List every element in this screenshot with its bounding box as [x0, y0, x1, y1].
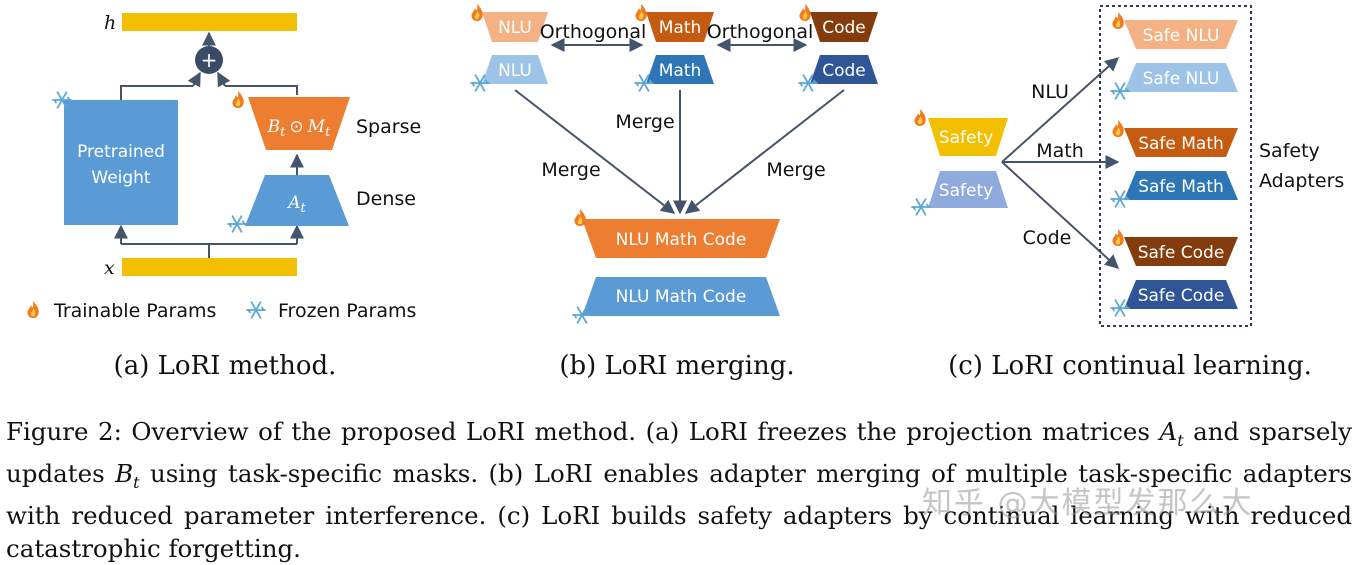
- panel-a-arrows: [114, 31, 304, 258]
- a-label: At: [286, 193, 306, 216]
- safe-nlu-label-1: Safe NLU: [1143, 26, 1220, 46]
- nlu-adapter-a-blue: [482, 55, 548, 84]
- flame-icon: [574, 209, 586, 226]
- figure-caption-part2: and sparsely updates: [6, 417, 1353, 488]
- b-odot-m-label: Bt⊙Mt: [267, 117, 331, 140]
- math-adapter-a-blue: [646, 55, 714, 84]
- legend-trainable: Trainable Params: [53, 300, 216, 322]
- nlu-branch-arrow: [1001, 57, 1120, 163]
- h-label: h: [104, 12, 116, 34]
- caption-a-symbol: A: [1159, 417, 1178, 446]
- h-output-bar: [122, 13, 297, 31]
- code-label-top: Code: [822, 18, 866, 38]
- code-branch-arrow: [1001, 161, 1120, 269]
- snowflake-icon: [1110, 82, 1130, 100]
- merged-a-trapezoid: [582, 277, 780, 316]
- safety-adapters-line1: Safety: [1259, 140, 1320, 162]
- a-matrix-trapezoid: [245, 175, 349, 226]
- figure-diagram: h x + Pretrained Weight Bt⊙Mt Sparse: [27, 4, 1344, 381]
- orthogonal-label-2: Orthogonal: [707, 21, 814, 43]
- safe-code-b: [1124, 237, 1238, 266]
- code-label-bottom: Code: [822, 61, 866, 81]
- x-label: x: [104, 257, 115, 279]
- snowflake-icon: [1110, 299, 1130, 317]
- nlu-adapter-b-orange: [482, 12, 548, 42]
- plus-sign: +: [201, 48, 218, 72]
- branch-label-math: Math: [1036, 140, 1084, 162]
- panel-c: Safety Safety NLU Math Code Safe NLU Saf…: [911, 5, 1344, 381]
- flame-icon: [1112, 120, 1124, 137]
- pretrained-line2: Weight: [91, 168, 151, 188]
- math-label-top: Math: [659, 18, 702, 38]
- branch-label-nlu: NLU: [1031, 81, 1069, 103]
- branch-label-code: Code: [1023, 227, 1072, 249]
- snowflake-icon: [911, 198, 931, 216]
- safe-nlu-b: [1124, 20, 1238, 49]
- safe-nlu-label-2: Safe NLU: [1143, 69, 1220, 89]
- safety-b-trapezoid: [928, 118, 1008, 156]
- pretrained-weight-box: [64, 100, 178, 225]
- merge-arrow-right: [684, 89, 845, 214]
- pretrained-line1: Pretrained: [77, 142, 165, 162]
- figure-caption-part1: Figure 2: Overview of the proposed LoRI …: [6, 417, 1160, 446]
- x-input-bar: [122, 258, 297, 276]
- safe-nlu-a: [1124, 63, 1238, 92]
- nlu-label-bottom: NLU: [498, 61, 532, 81]
- snowflake-icon: [1110, 190, 1130, 208]
- flame-icon: [232, 91, 244, 108]
- flame-icon: [471, 4, 483, 21]
- safety-bottom-label: Safety: [939, 181, 993, 201]
- panel-b: NLU Math Code NLU Math Code Orthogonal O…: [470, 4, 878, 381]
- figure-caption-part3: using task-specific masks. (b) LoRI enab…: [6, 458, 1352, 563]
- merge-label-left: Merge: [541, 159, 600, 181]
- merged-b-trapezoid: [582, 219, 780, 258]
- nlu-label-top: NLU: [498, 18, 532, 38]
- plus-circle: [195, 46, 223, 74]
- figure-caption: Figure 2: Overview of the proposed LoRI …: [6, 415, 1352, 565]
- math-label-bottom: Math: [659, 61, 702, 81]
- flame-icon: [1112, 229, 1124, 246]
- watermark: 知乎 @大模型发那么大: [922, 486, 1254, 521]
- safety-adapters-container: [1099, 5, 1252, 327]
- safety-a-trapezoid: [928, 171, 1008, 208]
- math-adapter-b-orange: [646, 12, 714, 42]
- caption-a-subscript: t: [1177, 430, 1184, 450]
- merged-top-label: NLU Math Code: [616, 230, 747, 250]
- orthogonal-label-1: Orthogonal: [540, 21, 647, 43]
- panel-a: h x + Pretrained Weight Bt⊙Mt Sparse: [27, 12, 421, 381]
- caption-c: (c) LoRI continual learning.: [948, 351, 1312, 381]
- dense-label: Dense: [356, 188, 416, 210]
- safe-code-a: [1124, 280, 1238, 309]
- flame-icon: [27, 301, 39, 318]
- safe-math-label-1: Safe Math: [1138, 134, 1224, 154]
- code-adapter-a-blue: [810, 55, 878, 84]
- snowflake-icon: [227, 215, 247, 233]
- snowflake-icon: [246, 301, 266, 319]
- safe-math-a: [1124, 171, 1238, 200]
- flame-icon: [1112, 12, 1124, 29]
- safe-code-label-1: Safe Code: [1138, 243, 1225, 263]
- sparse-label: Sparse: [356, 116, 421, 138]
- caption-b: (b) LoRI merging.: [559, 351, 794, 381]
- flame-icon: [914, 109, 926, 126]
- flame-icon: [799, 4, 811, 21]
- caption-b-symbol: B: [115, 458, 134, 488]
- safe-math-b: [1124, 128, 1238, 157]
- b-mask-trapezoid: [248, 97, 350, 150]
- caption-b-subscript: t: [133, 472, 140, 492]
- merge-label-mid: Merge: [615, 111, 674, 133]
- merge-arrow-left: [514, 89, 676, 214]
- safety-adapters-line2: Adapters: [1259, 170, 1344, 192]
- caption-a: (a) LoRI method.: [114, 351, 337, 381]
- merge-label-right: Merge: [766, 159, 825, 181]
- safe-math-label-2: Safe Math: [1138, 177, 1224, 197]
- code-adapter-b-orange: [810, 12, 878, 42]
- legend-frozen: Frozen Params: [278, 300, 416, 322]
- merged-bottom-label: NLU Math Code: [616, 287, 747, 307]
- flame-icon: [635, 4, 647, 21]
- safe-code-label-2: Safe Code: [1138, 286, 1225, 306]
- safety-top-label: Safety: [939, 128, 993, 148]
